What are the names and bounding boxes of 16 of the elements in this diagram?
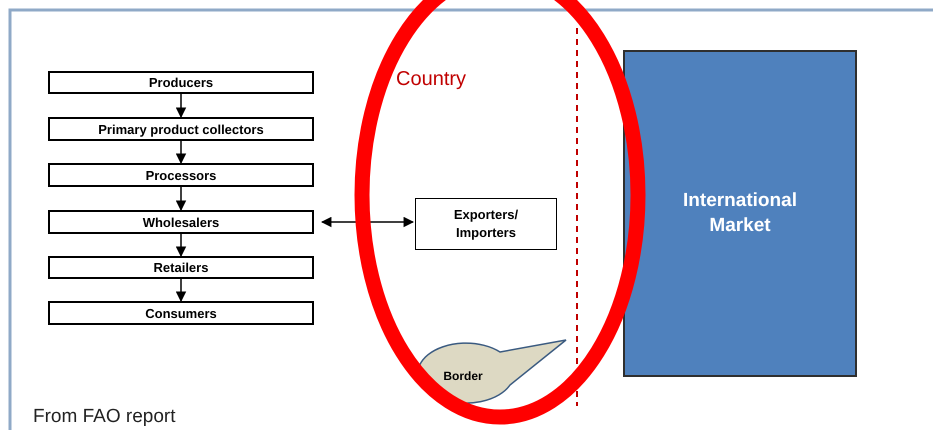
process-box: Primary product collectors: [48, 117, 314, 141]
arrow: [176, 279, 186, 302]
source-note: From FAO report: [33, 406, 176, 428]
process-box: Producers: [48, 71, 314, 94]
process-box: Retailers: [48, 256, 314, 279]
process-box: Consumers: [48, 301, 314, 325]
bubble-text: Border: [443, 369, 483, 383]
market-box: International Market: [623, 50, 857, 377]
arrow: [176, 234, 186, 258]
arrow: [176, 94, 186, 118]
process-box: Wholesalers: [48, 210, 314, 234]
arrow: [176, 187, 186, 212]
process-box: Processors: [48, 163, 314, 187]
process-box: Exporters/ Importers: [415, 198, 557, 250]
region-label: Country: [396, 68, 466, 91]
arrow: [176, 141, 186, 164]
